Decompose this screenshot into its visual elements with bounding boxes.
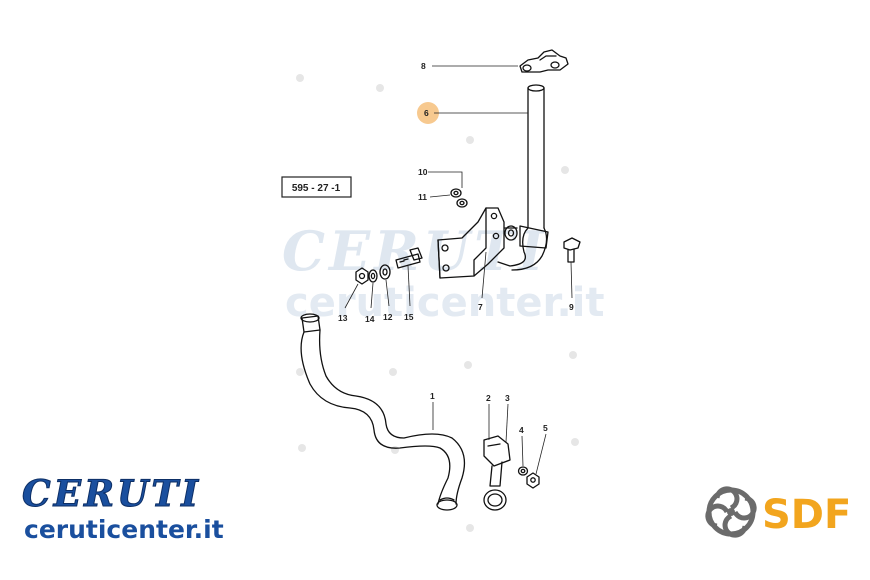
callout-11: 11 — [418, 192, 427, 202]
callout-6: 6 — [424, 108, 429, 118]
sdf-logo: SDF — [705, 486, 851, 538]
sdf-watermark-stamps — [296, 74, 579, 532]
callout-12: 12 — [383, 312, 393, 322]
part-7-bracket — [437, 207, 505, 279]
ceruti-logo: CERUTI ceruticenter.it — [22, 473, 224, 545]
reference-code: 595 - 27 -1 — [292, 183, 341, 194]
sdf-logo-text: SDF — [762, 492, 851, 538]
callout-6-highlight — [417, 102, 439, 124]
callout-1: 1 — [430, 391, 435, 401]
watermark-url: ceruticenter.it — [285, 280, 605, 326]
callout-3: 3 — [505, 393, 510, 403]
callout-14: 14 — [365, 314, 375, 324]
callout-13: 13 — [338, 313, 348, 323]
callout-5: 5 — [543, 423, 548, 433]
reference-code-box — [281, 176, 352, 198]
callout-2: 2 — [486, 393, 491, 403]
part-14-washer — [368, 269, 378, 283]
part-10-11-washers — [450, 188, 468, 208]
part-4-washer — [517, 466, 529, 476]
watermark-brand: CERUTI — [282, 219, 548, 283]
part-2-3-clamp — [483, 435, 511, 511]
ceruti-logo-url: ceruticenter.it — [24, 515, 224, 544]
ceruti-logo-brand: CERUTI — [22, 473, 201, 515]
callout-7: 7 — [478, 302, 483, 312]
sdf-logo-icon — [705, 486, 757, 538]
callout-15: 15 — [404, 312, 414, 322]
part-15-bolt — [395, 247, 423, 269]
part-5-nut — [526, 472, 540, 489]
part-13-nut — [355, 267, 369, 285]
part-8-clamp — [519, 49, 569, 73]
part-6-pipe — [497, 84, 549, 271]
part-12-washer — [379, 264, 391, 280]
part-1-hose — [300, 313, 466, 511]
callout-4: 4 — [519, 425, 524, 435]
callout-10: 10 — [418, 167, 428, 177]
callout-8: 8 — [421, 61, 426, 71]
callout-9: 9 — [569, 302, 574, 312]
